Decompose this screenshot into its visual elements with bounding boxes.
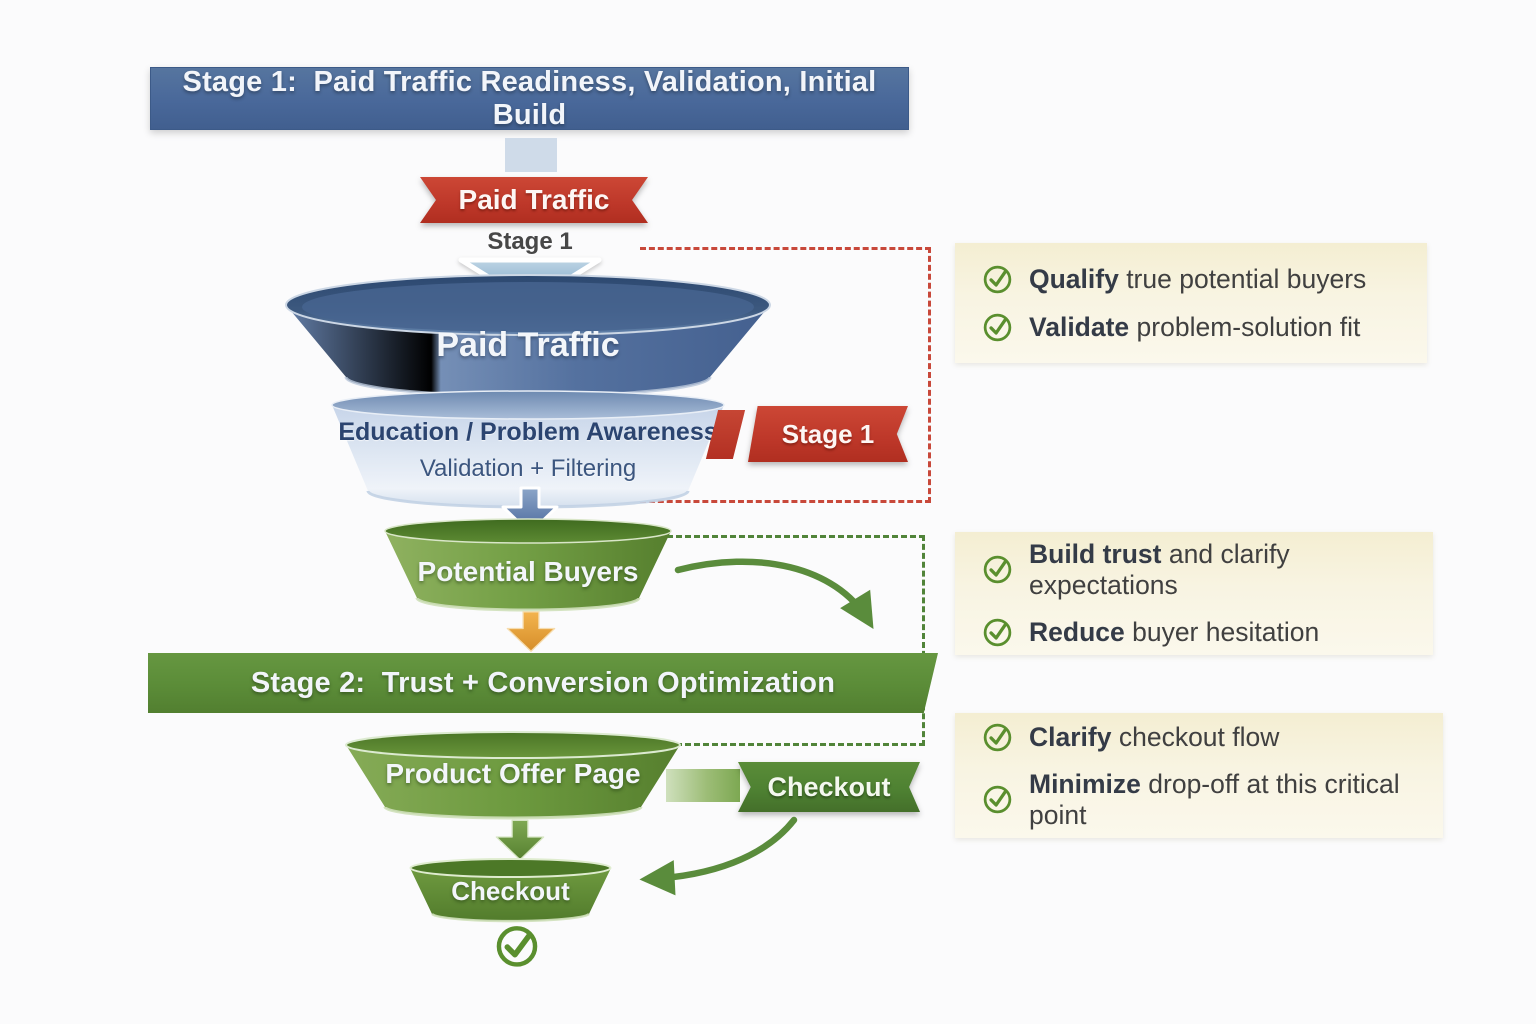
- note-text: Build trust and clarify expectations: [1029, 538, 1290, 600]
- note-text: Clarify checkout flow: [1029, 721, 1280, 752]
- check-circle-icon: [983, 618, 1012, 646]
- paid-traffic-ribbon-wrap: Paid Traffic: [420, 177, 648, 223]
- paid-traffic-ribbon-text: Paid Traffic: [458, 184, 610, 215]
- note-text: Validate problem-solution fit: [1029, 311, 1361, 342]
- curved-arrow-left-icon: [639, 816, 798, 896]
- funnel-middle-shape: [331, 390, 725, 509]
- potential-buyers-shape: [384, 518, 672, 612]
- stage1-side-ribbon: Stage 1: [748, 406, 908, 462]
- stage1-header-banner: Stage 1: Paid Traffic Readiness, Validat…: [150, 65, 909, 131]
- checkout-ribbon-wrap: Checkout: [738, 762, 920, 812]
- check-circle-icon: [983, 555, 1012, 584]
- checkout-connector: [666, 769, 740, 802]
- stage2-header-text: Stage 2: Trust + Conversion Optimization: [250, 666, 836, 699]
- product-offer-label: Product Offer Page: [385, 758, 641, 789]
- funnel-top-bowl-shape: [285, 274, 771, 398]
- note-item: Qualify true potential buyers: [981, 263, 1427, 296]
- potential-buyers-label: Potential Buyers: [417, 556, 639, 587]
- product-offer-shape: [345, 731, 681, 820]
- check-circle-icon: [983, 785, 1012, 814]
- funnel-middle-line2: Validation + Filtering: [419, 455, 637, 482]
- funnel-top-label: Paid Traffic: [436, 326, 620, 364]
- stage1-ribbon-wrap: Stage 1: [748, 406, 908, 462]
- note-item: Minimize drop-off at this critical point: [981, 769, 1443, 831]
- checkout-label: Checkout: [451, 876, 570, 906]
- paid-traffic-ribbon: Paid Traffic: [420, 177, 648, 223]
- note-text: Qualify true potential buyers: [1029, 263, 1367, 294]
- checkout-notes-panel: Clarify checkout flow Minimize drop-off …: [955, 713, 1443, 838]
- stage1-notes-panel: Qualify true potential buyers Validate p…: [955, 243, 1427, 363]
- stage2-header-banner: Stage 2: Trust + Conversion Optimization: [148, 653, 938, 713]
- note-item: Validate problem-solution fit: [981, 311, 1427, 344]
- check-circle-icon: [983, 723, 1012, 751]
- checkout-shape: [409, 858, 612, 923]
- note-text: Minimize drop-off at this critical point: [1029, 768, 1400, 830]
- note-text: Reduce buyer hesitation: [1029, 616, 1320, 647]
- orange-down-arrow-icon: [506, 611, 556, 652]
- note-item: Reduce buyer hesitation: [981, 616, 1433, 649]
- check-circle-icon: [983, 313, 1012, 341]
- check-circle-icon: [983, 265, 1012, 293]
- curved-arrow-right-icon: [674, 558, 874, 630]
- note-item: Build trust and clarify expectations: [981, 539, 1433, 601]
- stage1-header-text: Stage 1: Paid Traffic Readiness, Validat…: [182, 65, 877, 131]
- stage2-notes-panel: Build trust and clarify expectations Red…: [955, 532, 1433, 655]
- checkout-ribbon: Checkout: [738, 762, 920, 812]
- funnel-middle-line1: Education / Problem Awareness: [338, 418, 718, 446]
- stage1-dashed-outline: [640, 247, 931, 503]
- green-down-arrow-icon: [495, 819, 545, 861]
- note-item: Clarify checkout flow: [981, 721, 1443, 754]
- stage2-dashed-outline: [640, 535, 925, 746]
- stage1-label: Stage 1: [487, 228, 573, 255]
- header-connector: [505, 138, 557, 172]
- success-check-icon: [496, 926, 538, 967]
